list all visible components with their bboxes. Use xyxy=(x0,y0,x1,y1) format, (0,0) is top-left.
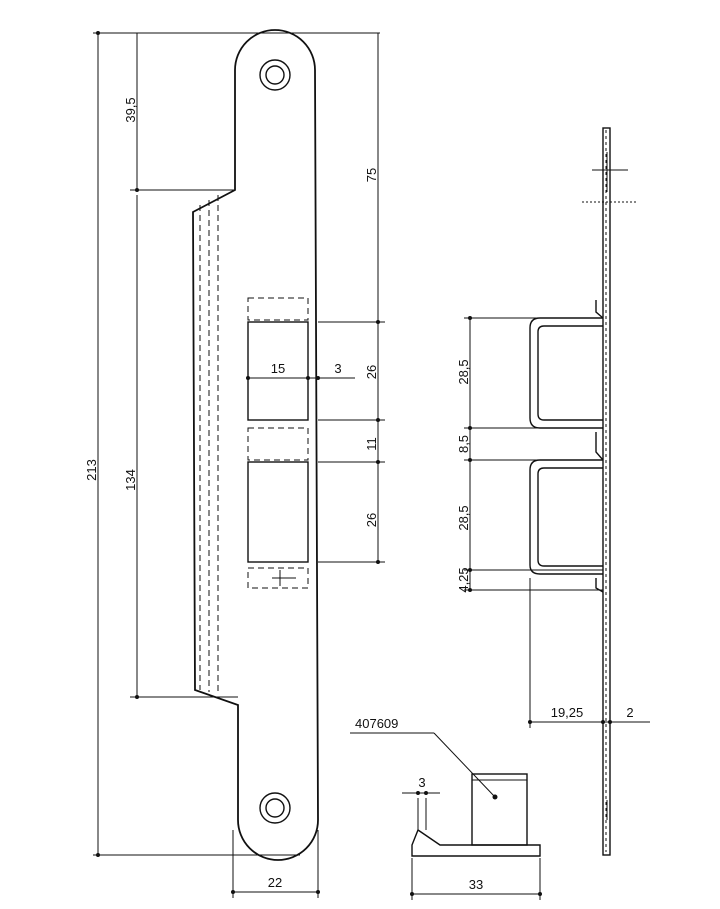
part-number-label: 407609 xyxy=(355,716,398,731)
top-screw-hole xyxy=(259,59,291,91)
strike-plate-outline xyxy=(192,29,319,861)
lower-pocket-section xyxy=(529,459,603,575)
dim-4-25-label: 4,25 xyxy=(456,567,471,592)
detail-view: 407609 3 33 xyxy=(350,716,542,900)
side-section-view xyxy=(529,127,638,856)
dim-22-label: 22 xyxy=(268,875,282,890)
dim-2-label: 2 xyxy=(626,705,633,720)
dim-75-label: 75 xyxy=(364,168,379,182)
front-view xyxy=(192,29,319,861)
dim-11-label: 11 xyxy=(364,437,379,451)
dim-39-5-label: 39,5 xyxy=(123,97,138,122)
dim-213-label: 213 xyxy=(84,459,99,481)
dim-26-bottom-label: 26 xyxy=(364,513,379,527)
detail-post xyxy=(471,773,528,846)
dim-28-5-bottom-label: 28,5 xyxy=(456,505,471,530)
dim-3-bottom-label: 3 xyxy=(418,775,425,790)
dim-33-label: 33 xyxy=(469,877,483,892)
dim-26-top-label: 26 xyxy=(364,365,379,379)
upper-latch-opening xyxy=(247,321,309,421)
lower-latch-opening xyxy=(247,461,309,563)
upper-pocket-section xyxy=(529,317,603,429)
detail-base xyxy=(411,828,541,857)
dim-28-5-top-label: 28,5 xyxy=(456,359,471,384)
dim-8-5-label: 8,5 xyxy=(456,435,471,453)
dim-15-label: 15 xyxy=(271,361,285,376)
dim-19-25-label: 19,25 xyxy=(551,705,584,720)
dim-134-label: 134 xyxy=(123,469,138,491)
dim-3-top-label: 3 xyxy=(334,361,341,376)
plate-section xyxy=(602,127,611,856)
side-view-dimensions: 28,5 8,5 28,5 4,25 19,25 2 xyxy=(456,316,650,728)
bottom-screw-hole xyxy=(259,792,291,824)
front-view-dimensions: 213 39,5 134 75 26 11 26 15 3 xyxy=(84,31,385,898)
